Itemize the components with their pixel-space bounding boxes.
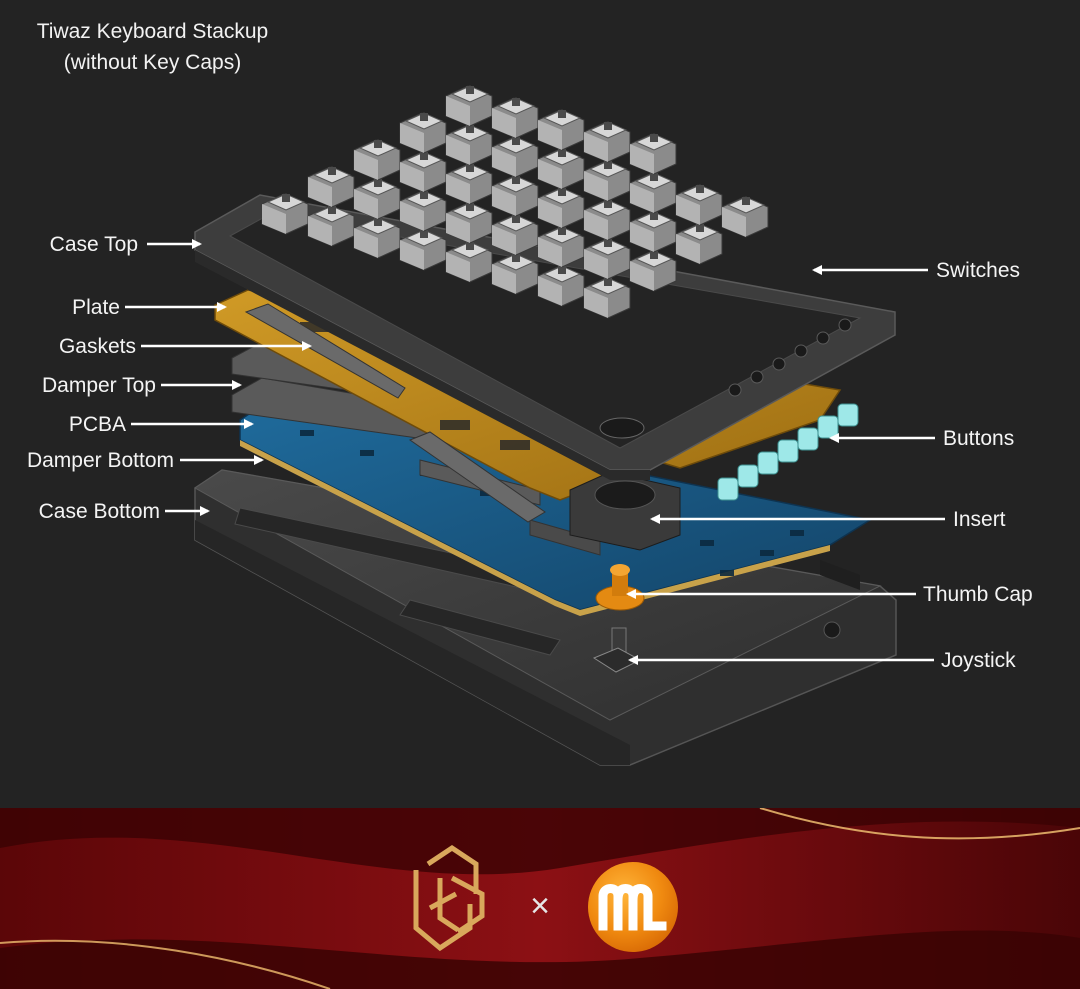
diagram-subtitle: (without Key Caps): [63, 51, 242, 74]
switch: [583, 277, 631, 319]
switch: [629, 211, 677, 253]
diagram-area: Tiwaz Keyboard Stackup (without Key Caps…: [26, 20, 1033, 766]
switch: [307, 205, 355, 247]
callout-arrows: [125, 239, 945, 665]
brand-banner: ×: [0, 808, 1080, 989]
switch: [721, 196, 769, 238]
switch: [583, 160, 631, 202]
buttons-part: [717, 403, 859, 501]
joystick-part: [592, 627, 642, 673]
switch: [629, 172, 677, 214]
label-case-bottom: Case Bottom: [38, 500, 160, 523]
switch: [537, 226, 585, 268]
switch: [583, 238, 631, 280]
switch: [583, 121, 631, 163]
switch: [445, 85, 493, 127]
switch: [399, 112, 447, 154]
label-damper-bottom: Damper Bottom: [26, 449, 174, 472]
switch-grid: [261, 85, 769, 319]
switch: [491, 175, 539, 217]
label-damper-top: Damper Top: [41, 374, 156, 397]
label-joystick: Joystick: [941, 649, 1016, 672]
switch: [491, 97, 539, 139]
switch: [491, 136, 539, 178]
label-buttons: Buttons: [943, 427, 1015, 450]
switch: [675, 184, 723, 226]
switch: [353, 139, 401, 181]
case-top-part: [194, 194, 896, 480]
switch: [307, 166, 355, 208]
switch: [491, 253, 539, 295]
switch: [445, 124, 493, 166]
orange-m-circle-logo: [588, 862, 678, 952]
switch: [399, 229, 447, 271]
switch: [537, 148, 585, 190]
switch: [399, 151, 447, 193]
switch: [583, 199, 631, 241]
thumb-cap-part: [595, 564, 645, 611]
label-thumb-cap: Thumb Cap: [923, 583, 1033, 606]
label-insert: Insert: [953, 508, 1006, 531]
switch: [629, 250, 677, 292]
label-pcba: PCBA: [68, 413, 126, 436]
exploded-stackup-illustration: [125, 85, 945, 766]
switch: [445, 241, 493, 283]
label-plate: Plate: [72, 296, 120, 319]
switch: [445, 163, 493, 205]
label-gaskets: Gaskets: [58, 335, 136, 358]
label-switches: Switches: [936, 259, 1021, 282]
collaboration-separator: ×: [530, 887, 550, 925]
switch: [261, 193, 309, 235]
geometric-gold-logo: [413, 844, 485, 952]
gaskets-part: [244, 303, 546, 523]
switch: [629, 133, 677, 175]
switch: [537, 265, 585, 307]
insert-part: [569, 471, 681, 551]
switch: [491, 214, 539, 256]
switch: [353, 178, 401, 220]
switch: [537, 109, 585, 151]
switch: [675, 223, 723, 265]
banner-background: [0, 808, 1080, 989]
diagram-title: Tiwaz Keyboard Stackup: [36, 20, 269, 43]
switch: [537, 187, 585, 229]
label-case-top: Case Top: [49, 233, 138, 256]
switch: [445, 202, 493, 244]
